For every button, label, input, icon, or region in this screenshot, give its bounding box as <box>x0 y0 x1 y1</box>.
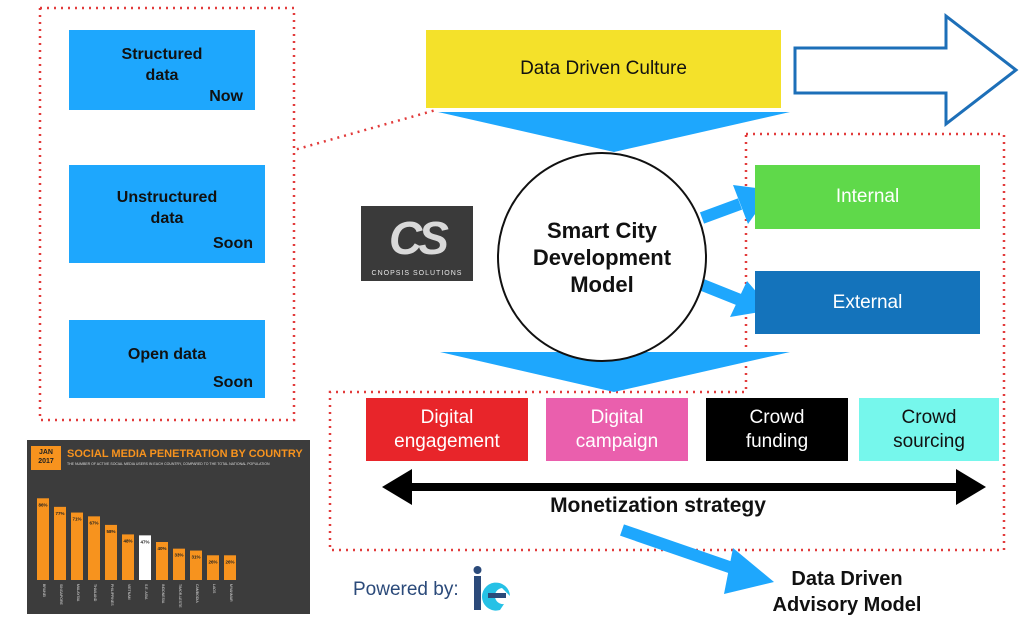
external-label: External <box>832 291 903 313</box>
chart-category-label: TIMOR-LESTE <box>178 584 182 608</box>
chart-bar <box>88 516 100 580</box>
monetization-double-arrow <box>382 469 986 505</box>
open-data-box: Open data Soon <box>69 320 265 398</box>
chart-subtitle: THE NUMBER OF ACTIVE SOCIAL MEDIA USERS … <box>67 462 270 466</box>
digital-campaign-label: Digital campaign <box>575 406 659 452</box>
chart-bar <box>54 506 66 580</box>
cnopsis-logo-text: CNOPSIS SOLUTIONS <box>371 270 463 277</box>
powered-by-label: Powered by: <box>353 579 459 600</box>
chart-bar <box>122 534 134 580</box>
advisory-model-label: Data Driven Advisory Model <box>752 566 942 618</box>
chart-value-label: 58% <box>106 529 115 534</box>
chart-category-label: THAILAND <box>93 584 97 602</box>
hollow-right-arrow <box>793 12 1019 128</box>
social-media-chart: JAN 2017 SOCIAL MEDIA PENETRATION BY COU… <box>27 440 310 614</box>
chart-category-label: BRUNEI <box>42 584 46 597</box>
cnopsis-logo-initials: CS <box>389 212 449 264</box>
chart-category-label: PHILIPPINES <box>110 584 114 606</box>
chart-category-label: VIETNAM <box>127 584 131 600</box>
crowd-sourcing-label: Crowd sourcing <box>893 406 965 452</box>
digital-engagement-label: Digital engagement <box>394 406 500 452</box>
digital-engagement-box: Digital engagement <box>366 398 528 461</box>
crowd-funding-box: Crowd funding <box>706 398 848 461</box>
data-region-outline <box>40 6 437 152</box>
chart-value-label: 47% <box>140 539 149 544</box>
digital-campaign-box: Digital campaign <box>546 398 688 461</box>
down-arrow-top <box>438 112 790 152</box>
chart-bar <box>156 542 168 580</box>
chart-bar <box>71 512 83 580</box>
external-box: External <box>755 271 980 334</box>
chart-value-label: 48% <box>123 538 132 543</box>
open-data-label: Open data <box>127 346 207 363</box>
down-arrow-bottom <box>440 352 790 392</box>
internal-box: Internal <box>755 165 980 229</box>
chart-bar <box>139 535 151 580</box>
chart-bar <box>224 555 236 580</box>
cnopsis-logo: CS CNOPSIS SOLUTIONS <box>361 206 473 281</box>
chart-bar <box>105 524 117 580</box>
advisory-model-line2: Advisory Model <box>772 594 922 616</box>
chart-value-label: 86% <box>38 502 47 507</box>
internal-label: Internal <box>835 186 900 207</box>
chart-category-label: S.E. ASIA <box>144 584 148 600</box>
chart-bar <box>37 498 49 580</box>
structured-data-status: Now <box>209 88 243 105</box>
chart-bar <box>190 550 202 580</box>
chart-value-label: 26% <box>225 559 234 564</box>
chart-plot: 86% BRUNEI 77% SINGAPORE 71% MALAYSIA 67% THAIL… <box>37 498 236 608</box>
crowd-funding-label: Crowd funding <box>745 406 809 452</box>
arrow-to-advisory <box>620 524 774 594</box>
unstructured-data-box: Unstructured data Soon <box>69 165 265 263</box>
chart-value-label: 31% <box>191 555 200 560</box>
data-region-outline-lower <box>38 8 296 422</box>
chart-category-label: CAMBODIA <box>195 584 199 603</box>
chart-badge: JAN 2017 <box>31 446 61 470</box>
chart-value-label: 77% <box>55 511 64 516</box>
unstructured-data-status: Soon <box>213 235 253 252</box>
development-model-circle: Smart City Development Model <box>497 152 707 362</box>
chart-value-label: 71% <box>72 517 81 522</box>
structured-data-box: Structured data Now <box>69 30 255 110</box>
chart-category-label: SINGAPORE <box>59 584 63 605</box>
chart-value-label: 33% <box>174 553 183 558</box>
monetization-label: Monetization strategy <box>550 494 766 517</box>
chart-category-label: LAOS <box>212 584 216 594</box>
chart-value-label: 26% <box>208 559 217 564</box>
chart-value-label: 40% <box>157 546 166 551</box>
open-data-status: Soon <box>213 374 253 391</box>
chart-title: SOCIAL MEDIA PENETRATION BY COUNTRY <box>67 448 303 460</box>
structured-data-label: Structured data <box>121 46 203 84</box>
development-model-label: Smart City Development Model <box>532 217 672 297</box>
chart-value-label: 67% <box>89 520 98 525</box>
chart-category-label: MALAYSIA <box>76 584 80 602</box>
advisory-model-line1: Data Driven <box>791 568 903 590</box>
data-driven-culture-label: Data Driven Culture <box>520 58 687 79</box>
data-driven-culture-box: Data Driven Culture <box>426 30 781 108</box>
chart-bar <box>207 555 219 580</box>
unstructured-data-label: Unstructured data <box>116 189 218 227</box>
chart-category-label: INDONESIA <box>161 584 165 604</box>
crowd-sourcing-box: Crowd sourcing <box>859 398 999 461</box>
chart-category-label: MYANMAR <box>229 584 233 602</box>
chart-bar <box>173 548 185 580</box>
ie-logo-icon <box>473 566 510 611</box>
